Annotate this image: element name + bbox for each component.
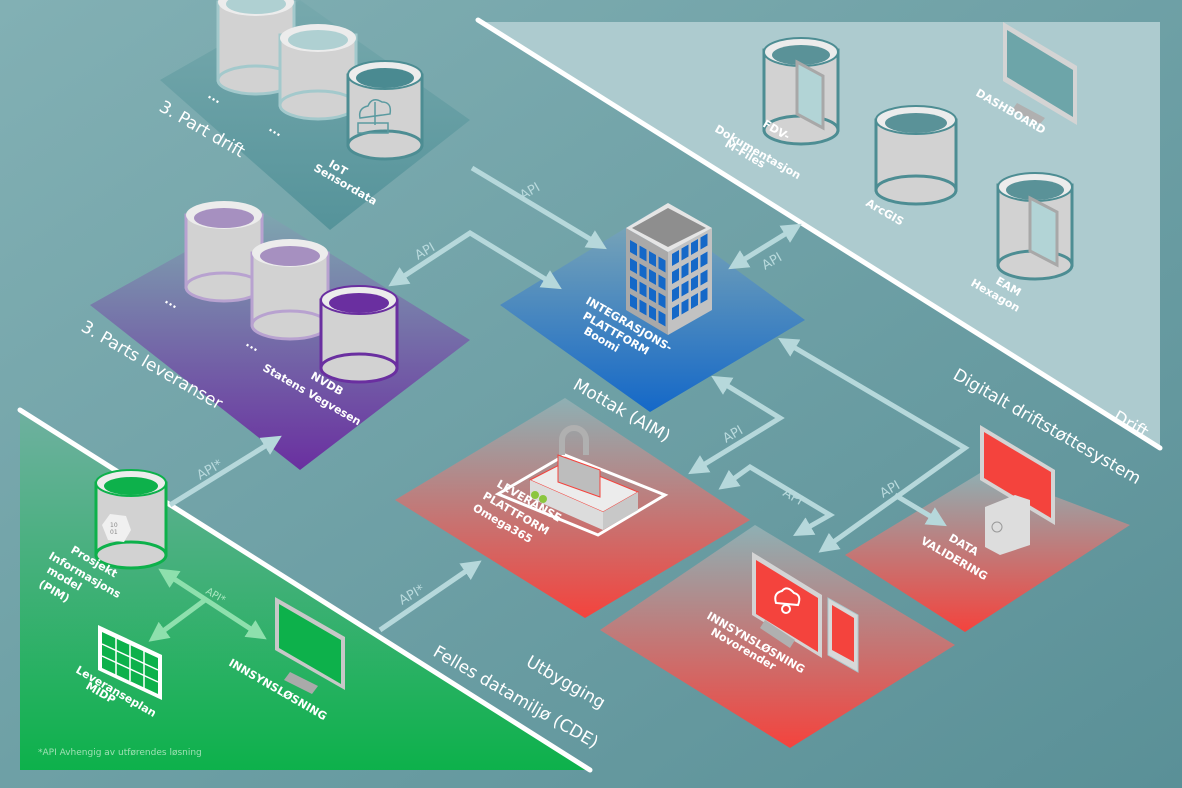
- footnote: *API Avhengig av utførendes løsning: [38, 748, 202, 758]
- cloud-sync-icon: [774, 587, 801, 614]
- phone-icon: [795, 59, 825, 131]
- building-window: [672, 286, 679, 302]
- building-window: [649, 251, 656, 267]
- cylinder-pim: 10 01: [94, 469, 168, 570]
- ellipsis: ...: [163, 292, 182, 311]
- building-window: [630, 276, 637, 292]
- cde-api-arrows: [148, 568, 267, 642]
- tablet-icon: [827, 597, 859, 673]
- cylinder-arcgis: [874, 105, 958, 206]
- arrow-cde-to-leveranse: [378, 560, 482, 633]
- building-window: [639, 263, 647, 280]
- binary-text: 01: [110, 529, 118, 536]
- building-window: [639, 245, 647, 262]
- validation-monitor-icon: [980, 425, 1055, 555]
- secure-server-icon: [494, 425, 669, 537]
- building-icon: [626, 203, 712, 335]
- cylinder-generic-4: [250, 239, 330, 341]
- monitor-icon: [752, 552, 822, 658]
- arrow-nvdb-integrasjon: [388, 230, 562, 290]
- building-window: [700, 287, 708, 304]
- building-window: [672, 304, 679, 320]
- cde-divider-line: [17, 407, 593, 773]
- arrow-to-midp: [148, 597, 207, 642]
- datavalidering-tile: [845, 470, 1130, 632]
- dashboard-monitor-icon: [1003, 22, 1077, 125]
- building-window: [681, 298, 689, 315]
- api-arrows: [168, 165, 970, 633]
- cylinder-eam: [996, 172, 1074, 281]
- ellipsis: ...: [244, 335, 263, 354]
- building-window: [658, 256, 666, 273]
- building-window: [691, 293, 698, 309]
- binary-text: 10: [110, 522, 118, 529]
- building-window: [700, 233, 708, 250]
- building-window: [630, 294, 637, 310]
- arrow-integrasjon-novorender: [778, 337, 970, 553]
- building-window: [658, 274, 666, 291]
- arrow-to-datavalidering: [893, 492, 947, 527]
- building-window: [672, 268, 679, 284]
- building-window: [681, 262, 689, 279]
- building-window: [639, 299, 647, 316]
- building-window: [681, 280, 689, 297]
- building-window: [649, 287, 656, 303]
- innsyn-monitor-icon: [275, 597, 345, 694]
- cylinder-nvdb: [319, 285, 399, 384]
- building-window: [639, 281, 647, 298]
- cylinder-generic-2: [278, 24, 358, 121]
- building-window: [649, 269, 656, 285]
- binary-file-icon: 10 01: [102, 514, 131, 542]
- building-window: [630, 258, 637, 274]
- spreadsheet-icon: [98, 625, 162, 700]
- drift-divider-line: [475, 17, 1163, 451]
- building-window: [672, 250, 679, 266]
- arrow-integrasjon-drift: [728, 223, 802, 270]
- arrow-iot-to-integrasjon: [470, 165, 607, 250]
- cloud-upload-icon: [357, 99, 392, 134]
- cylinder-fdv: [762, 37, 840, 146]
- building-window: [681, 244, 689, 261]
- building-window: [649, 305, 656, 321]
- building-window: [691, 239, 698, 255]
- building-window: [658, 292, 666, 309]
- building-window: [691, 275, 698, 291]
- ellipsis: ...: [206, 87, 225, 106]
- building-window: [630, 240, 637, 256]
- building-window: [691, 257, 698, 273]
- building-window: [700, 269, 708, 286]
- cylinder-iot: [346, 60, 424, 161]
- ellipsis: ...: [267, 120, 286, 139]
- arrow-pim-to-leveranser: [168, 435, 282, 508]
- phone-icon: [1028, 195, 1059, 268]
- arrow-pim-innsyn: [158, 568, 267, 640]
- building-window: [658, 310, 666, 327]
- building-window: [700, 251, 708, 268]
